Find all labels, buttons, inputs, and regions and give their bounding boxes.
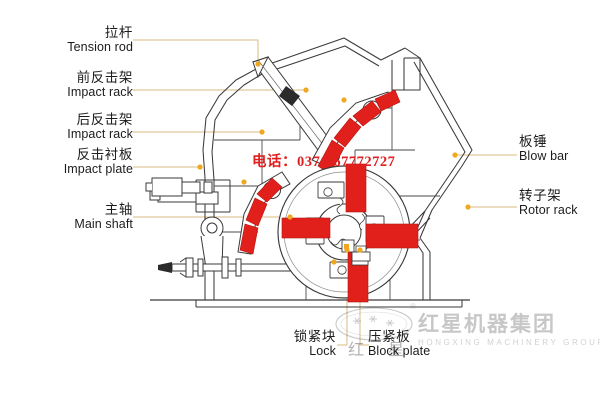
label-tension-rod-en: Tension rod <box>67 39 133 54</box>
label-blow-bar-cn: 板锤 <box>519 134 548 149</box>
label-rear-impact-rack-cn: 后反击架 <box>76 112 133 127</box>
blow-bar-left <box>281 217 331 239</box>
phone-prefix: 电话： <box>252 154 297 170</box>
watermark-mark-char-1: 红 <box>348 342 365 359</box>
hydraulic-adjusters <box>145 177 213 197</box>
watermark-en-name: HONGXING MACHINERY GROUP <box>418 338 600 347</box>
label-block-plate-en: Block plate <box>368 343 431 358</box>
label-tension-rod: 拉杆 Tension rod <box>10 25 133 54</box>
label-blow-bar-en: Blow bar <box>519 148 569 163</box>
label-blow-bar: 板锤 Blow bar <box>519 134 569 163</box>
block-plate-part <box>351 251 371 262</box>
rear-impact-rack <box>237 171 291 255</box>
watermark-registered: ® <box>410 302 416 311</box>
phone-overlay: 电话：0371-67772727 <box>252 150 395 171</box>
label-rotor-rack-cn: 转子架 <box>519 188 562 203</box>
label-lock-en: Lock <box>309 343 336 358</box>
label-rotor-rack: 转子架 Rotor rack <box>519 188 578 217</box>
label-impact-plate: 反击衬板 Impact plate <box>10 147 133 176</box>
lock-and-plate-parts <box>341 239 371 262</box>
label-front-impact-rack-en: Impact rack <box>67 84 133 99</box>
main-shaft <box>158 256 301 279</box>
watermark-cn-name: 红星机器集团 <box>418 313 556 336</box>
label-lock-cn: 锁紧块 <box>293 329 336 344</box>
rotor-assembly <box>277 163 419 303</box>
label-rear-impact-rack-en: Impact rack <box>67 126 133 141</box>
rear-impact-plates <box>239 177 283 255</box>
label-rear-impact-rack: 后反击架 Impact rack <box>10 112 133 141</box>
label-lock: 锁紧块 Lock <box>236 329 336 358</box>
label-tension-rod-cn: 拉杆 <box>104 25 133 40</box>
label-main-shaft: 主轴 Main shaft <box>10 202 133 231</box>
leader-dots <box>197 61 471 265</box>
watermark-logo-mark <box>335 307 413 341</box>
label-impact-plate-cn: 反击衬板 <box>76 147 133 162</box>
label-main-shaft-cn: 主轴 <box>104 202 133 217</box>
label-block-plate-cn: 压紧板 <box>368 329 411 344</box>
label-front-impact-rack-cn: 前反击架 <box>76 70 133 85</box>
label-impact-plate-en: Impact plate <box>63 161 133 176</box>
label-block-plate: 压紧板 Block plate <box>368 329 431 358</box>
label-rotor-rack-en: Rotor rack <box>519 202 578 217</box>
watermark-mark-char-2: 星 <box>388 342 405 359</box>
phone-number: 0371-67772727 <box>297 154 396 170</box>
watermark-company: 红星机器集团 HONGXING MACHINERY GROUP <box>418 308 600 347</box>
blow-bar-right <box>365 223 419 249</box>
blow-bar-top <box>345 163 367 213</box>
front-impact-rack <box>311 89 401 175</box>
label-front-impact-rack: 前反击架 Impact rack <box>10 70 133 99</box>
label-main-shaft-en: Main shaft <box>74 216 133 231</box>
front-impact-plates <box>317 89 401 175</box>
